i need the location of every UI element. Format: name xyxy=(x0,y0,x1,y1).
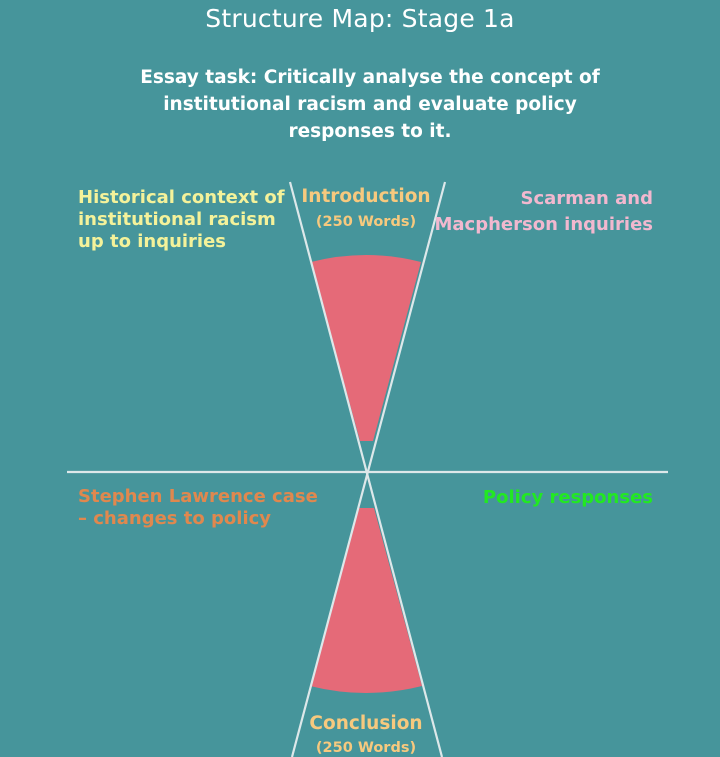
introduction-title: Introduction xyxy=(301,186,431,207)
introduction-word-count: (250 Words) xyxy=(315,214,417,230)
introduction-wedge xyxy=(311,255,421,441)
conclusion-title: Conclusion xyxy=(309,713,423,734)
quadrant-top-right: Scarman and Macpherson inquiries xyxy=(434,188,654,235)
conclusion-wedge xyxy=(310,508,422,693)
quadrant-top-left: Historical context of institutional raci… xyxy=(78,187,285,252)
essay-task: Essay task: Critically analyse the conce… xyxy=(140,67,600,142)
page-title: Structure Map: Stage 1a xyxy=(205,4,515,33)
cone-line-right xyxy=(290,181,447,757)
conclusion-word-count: (250 Words) xyxy=(315,740,417,756)
quadrant-bottom-left: Stephen Lawrence case – changes to polic… xyxy=(78,486,318,529)
quadrant-bottom-right: Policy responses xyxy=(482,487,653,508)
cone-line-left xyxy=(288,181,444,757)
